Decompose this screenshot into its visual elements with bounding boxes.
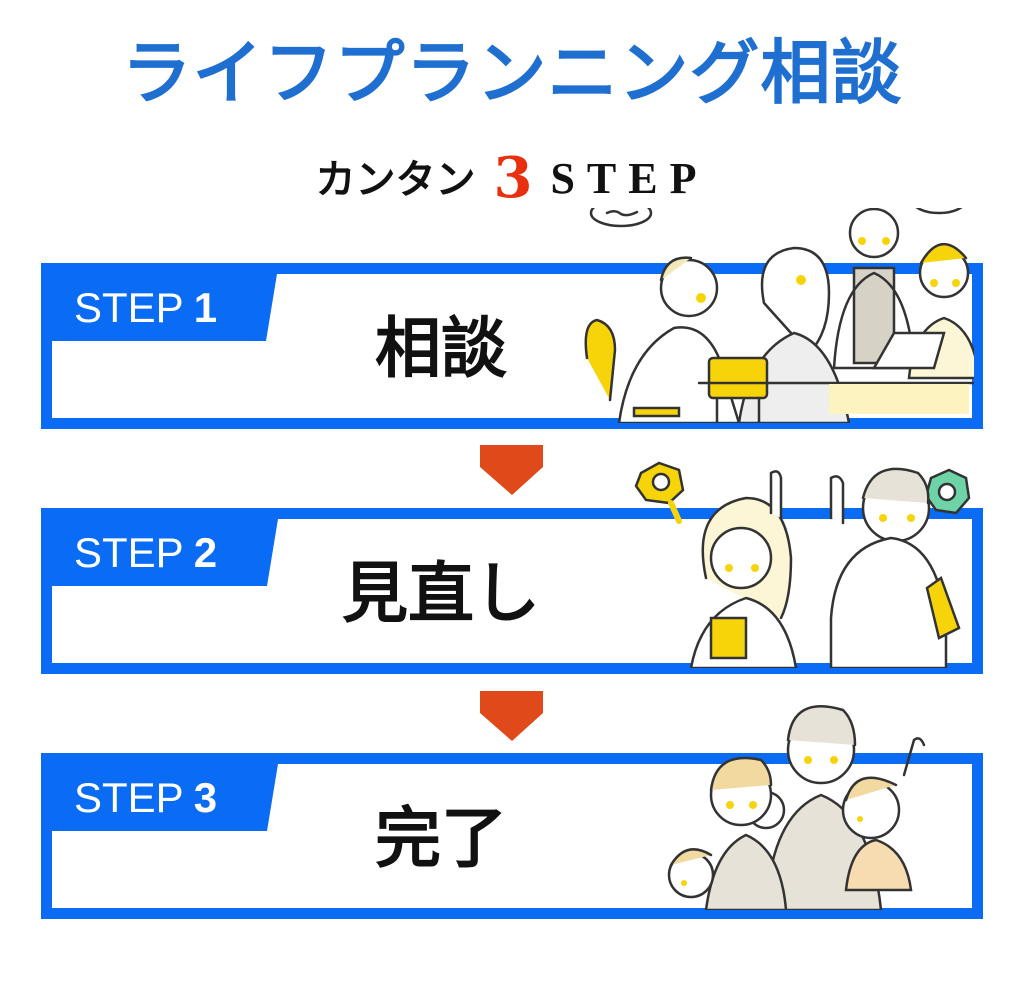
- idea-lightbulb-illustration: [634, 461, 971, 668]
- step-tab: [41, 508, 301, 586]
- step-number: 2: [193, 529, 218, 576]
- step-tab: [41, 753, 301, 831]
- step-name: 完了: [375, 799, 507, 877]
- step-name: 見直し: [342, 554, 540, 632]
- down-arrow-icon: [480, 691, 543, 741]
- step-name: 相談: [375, 309, 507, 387]
- step-tab: [41, 263, 301, 341]
- subtitle-number: 3: [493, 145, 533, 211]
- happy-family-illustration: [667, 705, 926, 910]
- step-number: 1: [193, 284, 218, 331]
- subtitle-suffix: STEP: [550, 154, 709, 203]
- subtitle-prefix: カンタン: [315, 156, 476, 203]
- page-title: ライフプランニング相談: [121, 31, 903, 114]
- team-meeting-illustration: [584, 208, 974, 423]
- step-number: 3: [193, 774, 218, 821]
- subtitle: カンタン 3 STEP: [0, 148, 1024, 210]
- down-arrow-icon: [480, 445, 543, 495]
